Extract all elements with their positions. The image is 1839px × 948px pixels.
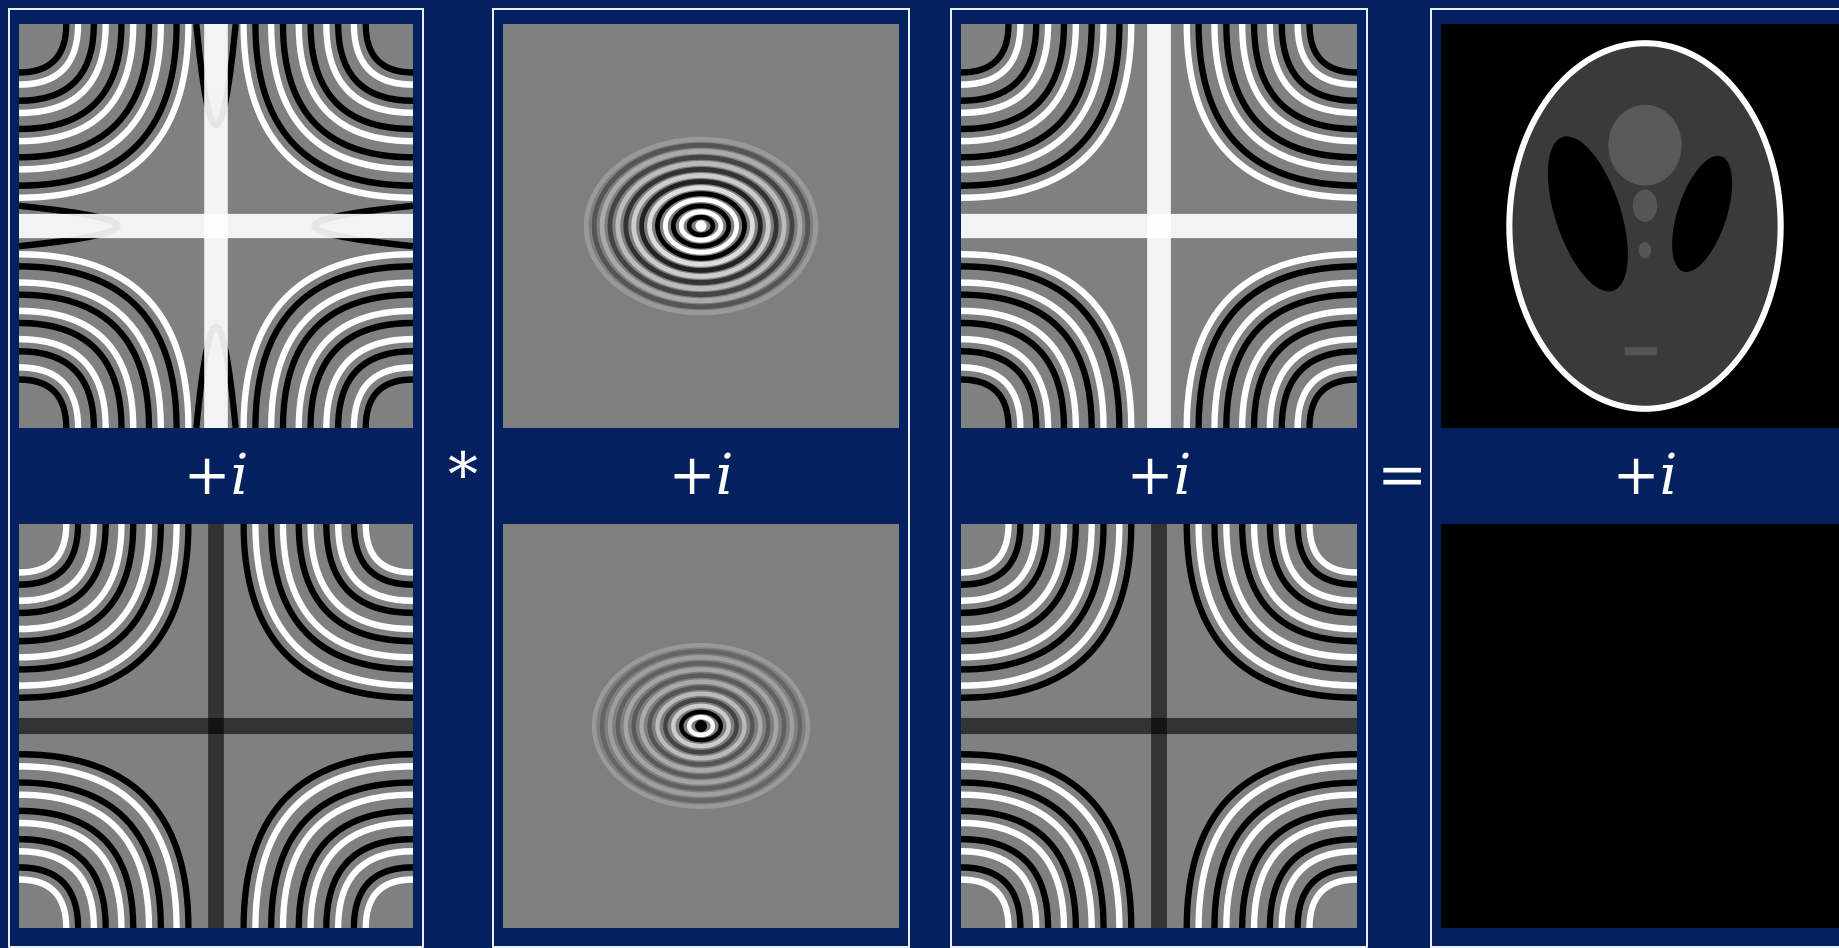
- chirp-pattern-icon: [961, 524, 1357, 928]
- panel-3: +i: [950, 8, 1368, 948]
- plus-i-label: +i: [494, 440, 908, 510]
- plus-sign: +: [183, 442, 231, 508]
- chirp-pattern-real-1: [19, 24, 413, 428]
- plus-i-label: +i: [1432, 440, 1839, 510]
- plus-sign: +: [1612, 442, 1660, 508]
- equals-operator: =: [1377, 440, 1428, 510]
- chirp-pattern-imag-2: [961, 524, 1357, 928]
- convolution-operator: *: [448, 440, 478, 510]
- plus-i-label: +i: [952, 440, 1366, 510]
- plus-sign: +: [1126, 442, 1174, 508]
- ring-pattern-imag: [503, 524, 899, 928]
- plus-i-label: +i: [10, 440, 422, 510]
- imaginary-unit: i: [715, 442, 734, 508]
- imaginary-unit: i: [1659, 442, 1678, 508]
- panel-2: +i: [492, 8, 910, 948]
- ring-pattern-icon: [503, 524, 899, 928]
- imaginary-unit: i: [230, 442, 249, 508]
- shepp-logan-phantom-icon: [1441, 24, 1839, 428]
- chirp-pattern-icon: [19, 24, 413, 428]
- imaginary-unit: i: [1173, 442, 1192, 508]
- ring-pattern-real: [503, 24, 899, 428]
- plus-sign: +: [668, 442, 716, 508]
- panel-4: +i: [1430, 8, 1839, 948]
- ring-pattern-icon: [503, 24, 899, 428]
- panel-1: +i: [8, 8, 424, 948]
- chirp-pattern-icon: [19, 524, 413, 928]
- phantom-imag: [1441, 524, 1839, 928]
- chirp-pattern-real-2: [961, 24, 1357, 428]
- chirp-pattern-imag-1: [19, 524, 413, 928]
- phantom-real: [1441, 24, 1839, 428]
- chirp-pattern-icon: [961, 24, 1357, 428]
